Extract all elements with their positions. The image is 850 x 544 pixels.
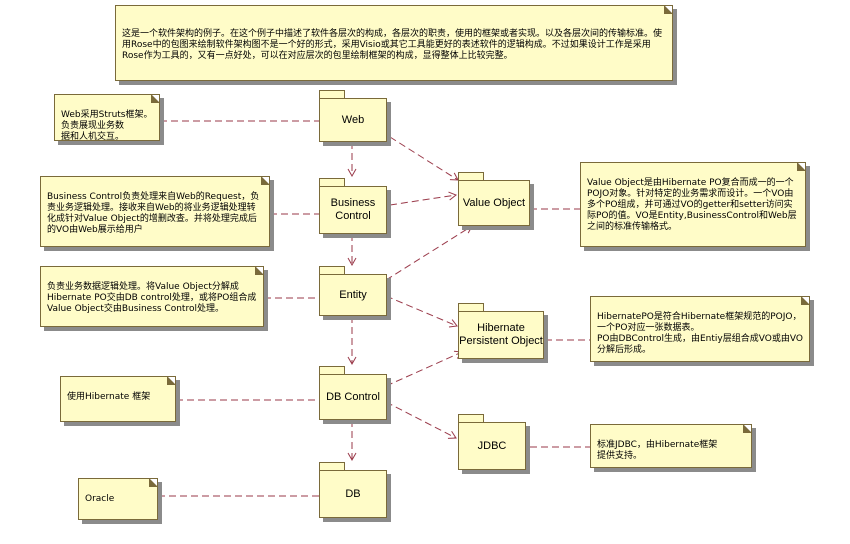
note-architecture-overview-text: 这是一个软件架构的例子。在这个例子中描述了软件各层次的构成，各层次的职责，使用的… [122, 29, 663, 61]
dep-entity-valueobject [385, 225, 473, 281]
package-body: Hibernate Persistent Object [458, 311, 544, 359]
package-body: DB Control [319, 374, 387, 420]
note-value-object: Value Object是由Hibernate PO复合而成一的一个POJO对象… [580, 162, 806, 247]
note-value-object-text: Value Object是由Hibernate PO复合而成一的一个POJO对象… [587, 178, 797, 232]
package-body: Business Control [319, 186, 387, 234]
package-value-object-label: Value Object [462, 196, 526, 209]
package-db-label: DB [345, 487, 361, 500]
package-tab [458, 303, 484, 312]
note-hibernate-framework: 使用Hibernate 框架 [60, 376, 176, 422]
package-body: Web [319, 98, 387, 142]
package-hibernate-persistent-object[interactable]: Hibernate Persistent Object [458, 303, 544, 359]
dep-business-valueobject [389, 191, 457, 206]
package-tab [319, 178, 345, 187]
package-jdbc-label: JDBC [477, 439, 507, 452]
note-business-control-text: Business Control负责处理来自Web的Request，负责业务逻辑… [47, 192, 260, 235]
note-entity-text: 负责业务数据逻辑处理。将Value Object分解成Hibernate PO交… [47, 282, 257, 314]
note-hibernate-po: HibernatePO是符合Hibernate框架规范的POJO，一个PO对应一… [590, 296, 810, 362]
package-jdbc[interactable]: JDBC [458, 414, 526, 470]
note-web-text: Web采用Struts框架。 负责展现业务数 据和人机交互。 [61, 110, 153, 141]
package-tab [319, 90, 345, 99]
package-db-control[interactable]: DB Control [319, 366, 387, 420]
package-web-label: Web [341, 113, 365, 126]
package-body: JDBC [458, 422, 526, 470]
dep-dbcontrol-jdbc [385, 401, 457, 439]
package-entity-label: Entity [339, 288, 367, 301]
package-business-control-label: Business Control [330, 197, 376, 222]
package-value-object[interactable]: Value Object [458, 172, 530, 226]
package-tab [319, 366, 345, 375]
note-oracle-text: Oracle [85, 494, 115, 504]
package-entity[interactable]: Entity [319, 266, 387, 316]
package-body: Value Object [458, 180, 530, 226]
package-business-control[interactable]: Business Control [319, 178, 387, 234]
note-hibernate-framework-text: 使用Hibernate 框架 [67, 392, 151, 402]
package-body: DB [319, 470, 387, 518]
dep-web-valueobject [389, 136, 459, 181]
package-tab [319, 462, 345, 471]
note-architecture-overview: 这是一个软件架构的例子。在这个例子中描述了软件各层次的构成，各层次的职责，使用的… [115, 5, 673, 81]
package-body: Entity [319, 274, 387, 316]
dep-entity-hibernatepo [385, 295, 458, 328]
package-hibernate-po-label: Hibernate Persistent Object [459, 322, 543, 347]
package-web[interactable]: Web [319, 90, 387, 142]
package-tab [319, 266, 345, 275]
package-db[interactable]: DB [319, 462, 387, 518]
note-web: Web采用Struts框架。 负责展现业务数 据和人机交互。 [54, 94, 160, 141]
note-hibernate-po-text: HibernatePO是符合Hibernate框架规范的POJO，一个PO对应一… [597, 312, 803, 355]
note-business-control: Business Control负责处理来自Web的Request，负责业务逻辑… [40, 176, 270, 247]
package-tab [458, 172, 484, 181]
note-entity: 负责业务数据逻辑处理。将Value Object分解成Hibernate PO交… [40, 266, 264, 327]
package-db-control-label: DB Control [326, 390, 380, 403]
dep-dbcontrol-hibernatepo [385, 350, 463, 387]
note-jdbc-text: 标准JDBC，由Hibernate框架 提供支持。 [597, 440, 718, 461]
note-oracle: Oracle [78, 478, 158, 520]
note-jdbc: 标准JDBC，由Hibernate框架 提供支持。 [590, 424, 752, 468]
package-tab [458, 414, 484, 423]
